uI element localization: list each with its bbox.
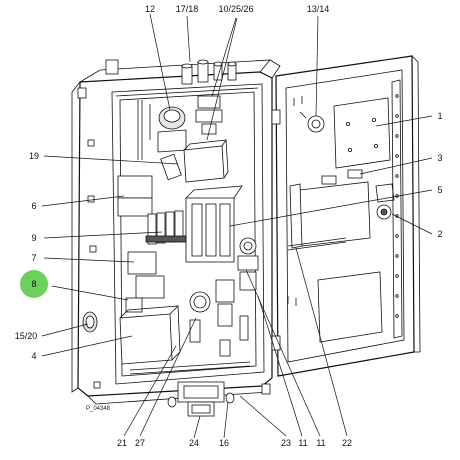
callout-21: 21 <box>117 438 127 448</box>
callout-4: 4 <box>31 351 36 361</box>
callout-labels: 12 17/18 10/25/26 13/14 1 19 3 6 5 9 2 7… <box>15 4 443 448</box>
leader-lines <box>41 13 433 439</box>
callout-17-18: 17/18 <box>176 4 199 14</box>
callout-6: 6 <box>31 201 36 211</box>
terminal-blocks <box>145 210 187 245</box>
callout-23: 23 <box>281 438 291 448</box>
callout-12: 12 <box>145 4 155 14</box>
callout-27: 27 <box>135 438 145 448</box>
reference-code: P_04348 <box>86 406 111 412</box>
callout-9: 9 <box>31 233 36 243</box>
callout-5: 5 <box>437 185 442 195</box>
callout-8: 8 <box>31 279 36 289</box>
callout-7: 7 <box>31 253 36 263</box>
callout-1: 1 <box>437 111 442 121</box>
door-rail-holes <box>395 94 399 318</box>
callout-19: 19 <box>29 151 39 161</box>
callout-16: 16 <box>219 438 229 448</box>
callout-13-14: 13/14 <box>307 4 330 14</box>
callout-2: 2 <box>437 229 442 239</box>
internal-components <box>117 95 259 375</box>
highlight-marker <box>20 270 48 298</box>
callout-10-25-26: 10/25/26 <box>218 4 253 14</box>
top-fittings <box>181 59 237 85</box>
callout-11-a: 11 <box>298 438 307 448</box>
callout-22: 22 <box>342 438 352 448</box>
cabinet-door <box>271 55 421 377</box>
callout-15-20: 15/20 <box>15 331 38 341</box>
callout-24: 24 <box>189 438 199 448</box>
callout-3: 3 <box>437 153 442 163</box>
cabinet-body <box>71 59 281 405</box>
callout-11-b: 11 <box>316 438 325 448</box>
bottom-connector <box>167 381 271 417</box>
